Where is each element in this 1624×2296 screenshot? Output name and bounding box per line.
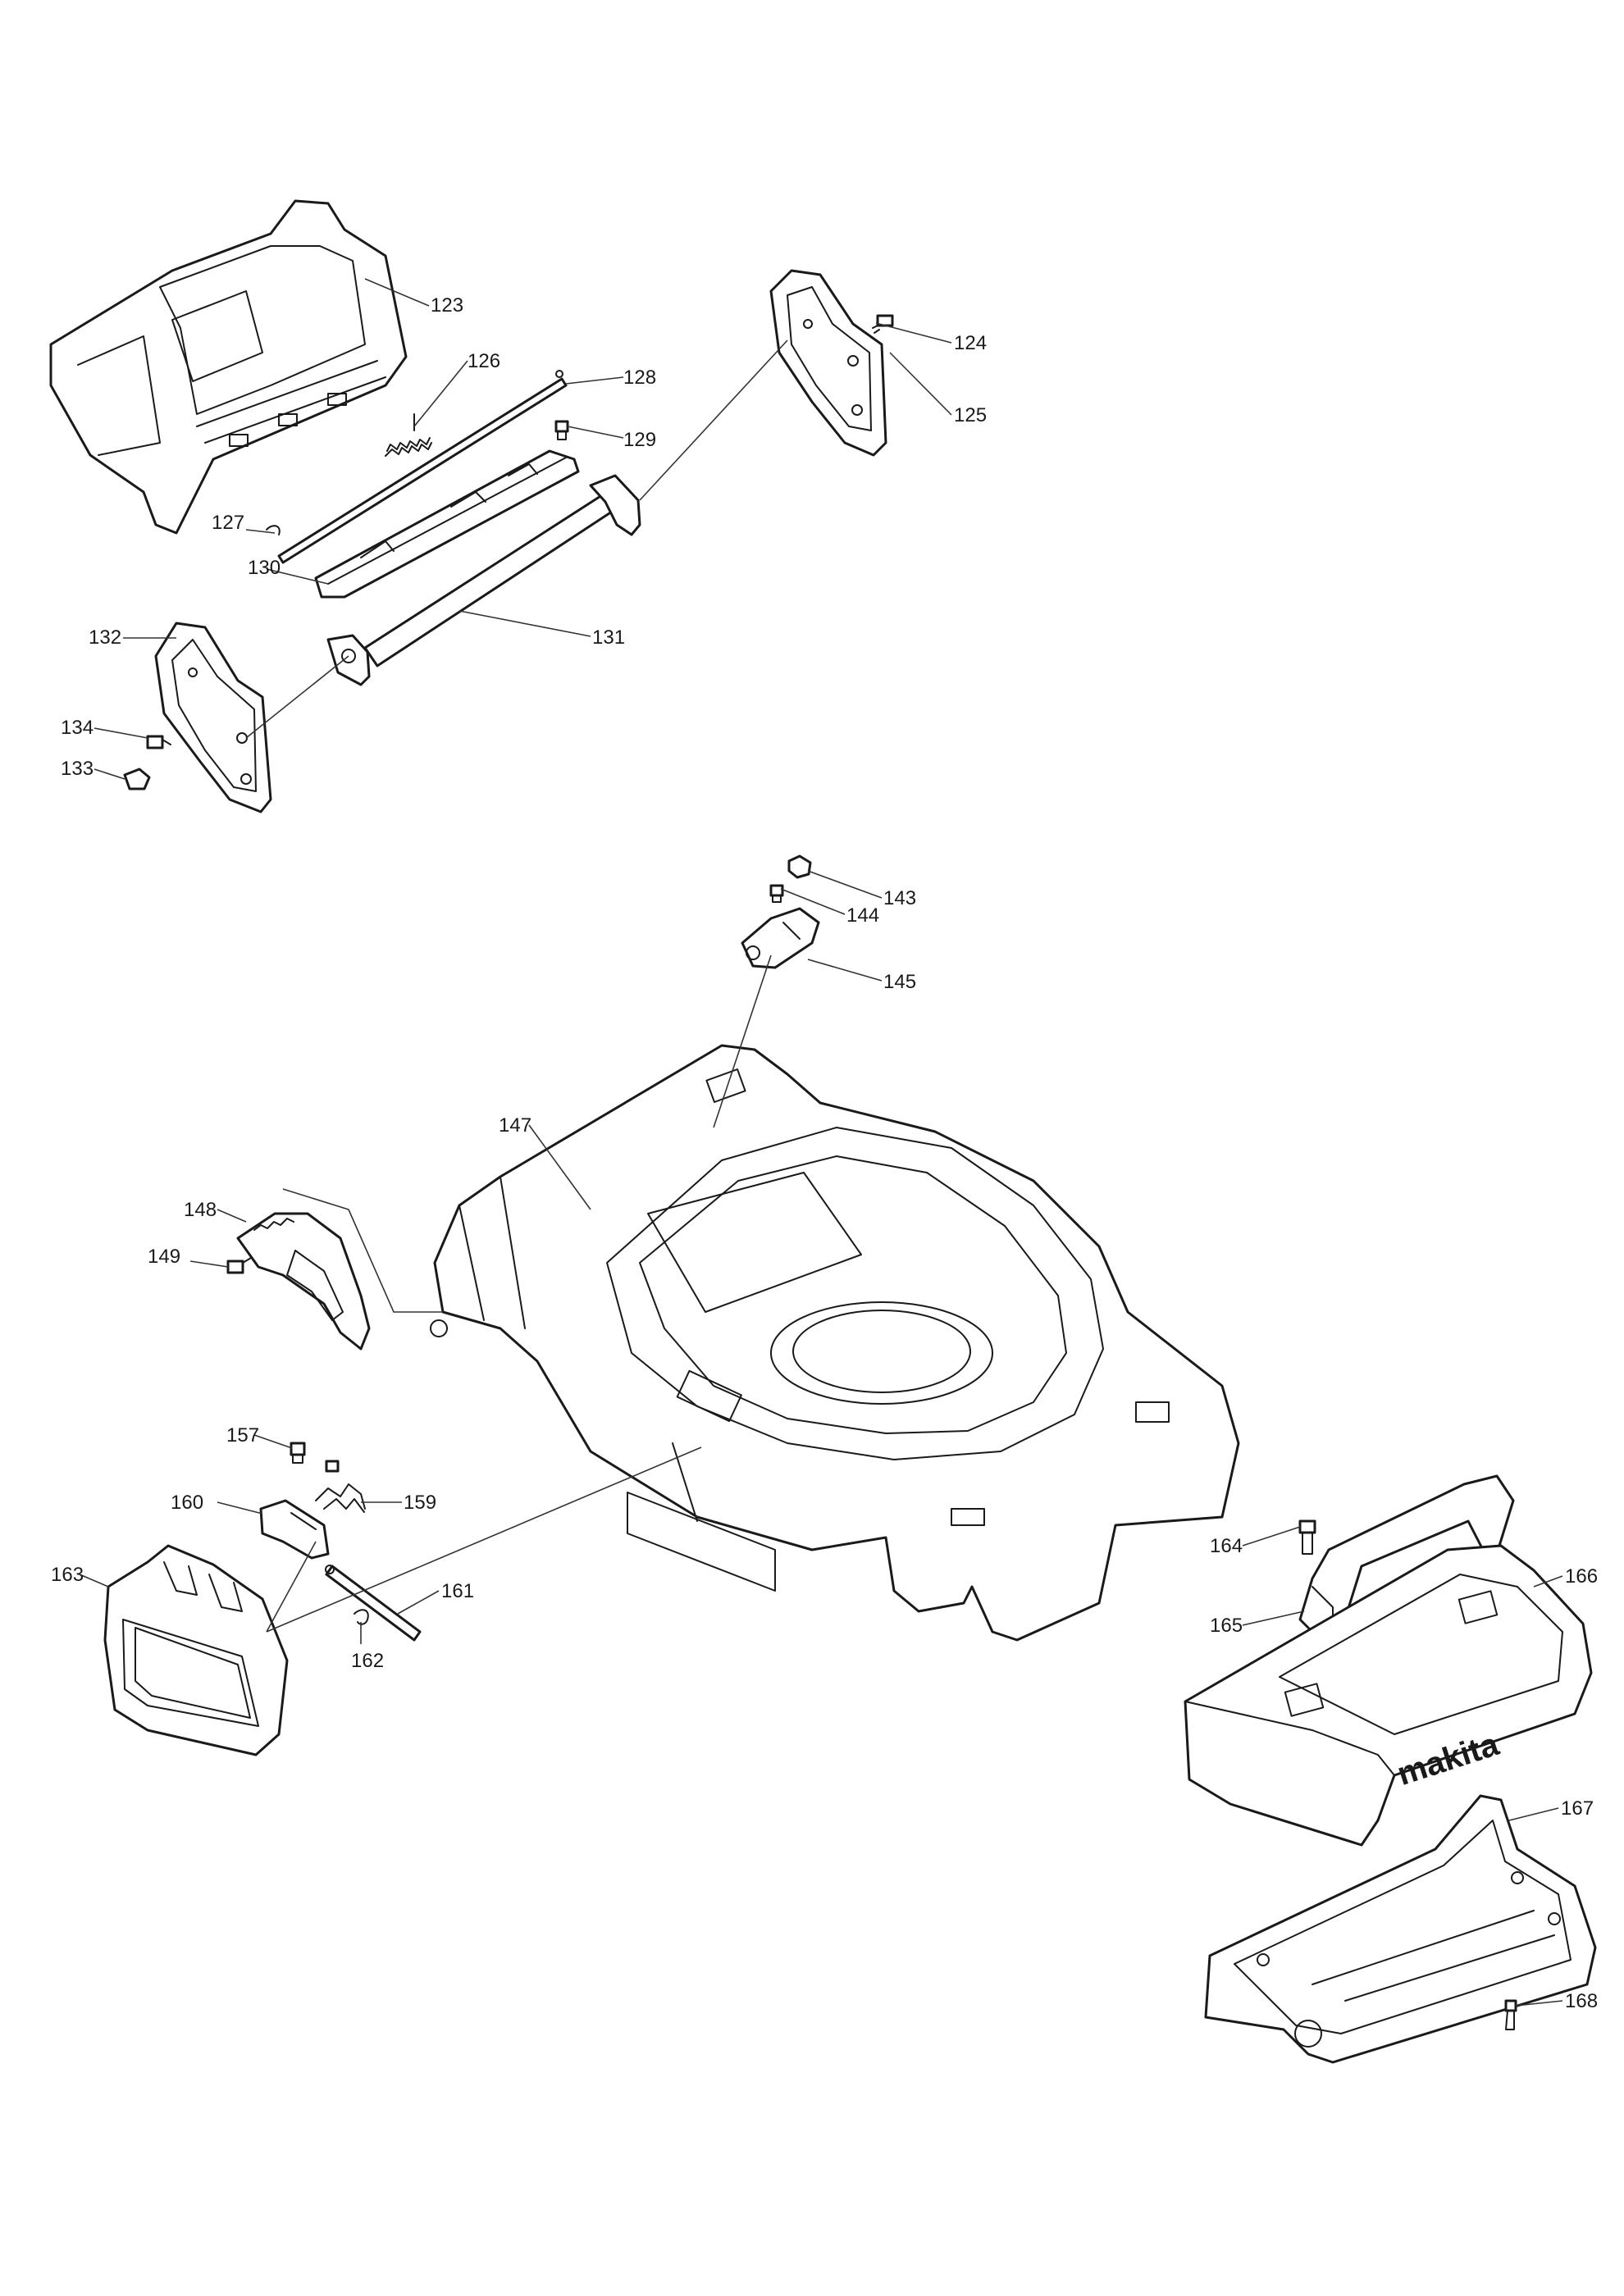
callout-labels: 123 124 125 126 127 128 129 130 131 132 … [51,294,1598,2012]
part-166-battery-cover: makita [1184,1544,1593,1847]
part-168-screw [1504,1999,1517,2030]
part-148-height-plate [236,1212,371,1351]
part-129-bolt [554,420,569,440]
part-159-latch-spring [315,1460,366,1513]
callout-163: 163 [51,1564,84,1586]
callout-166: 166 [1565,1565,1598,1588]
callout-157: 157 [226,1424,259,1446]
part-132-side-bracket [154,622,272,813]
part-147-mower-deck [430,1044,1240,1642]
part-144-screw [769,884,784,903]
part-163-rear-flap [103,1544,289,1756]
callout-164: 164 [1210,1535,1243,1557]
part-133-clip-nut [123,768,151,790]
part-157-bolt [290,1442,306,1464]
part-149-screw [226,1257,252,1274]
part-125-side-bracket [769,269,887,457]
callout-132: 132 [89,626,121,649]
callout-148: 148 [184,1199,217,1221]
callout-124: 124 [954,332,987,354]
callout-123: 123 [431,294,463,317]
callout-125: 125 [954,404,987,426]
callout-126: 126 [468,350,500,372]
callout-145: 145 [883,971,916,993]
callout-167: 167 [1561,1797,1594,1820]
part-162-clip [354,1609,369,1625]
part-161-pin [325,1565,422,1642]
callout-160: 160 [171,1492,203,1514]
part-128-rod [277,370,568,564]
leader-lines [79,278,1563,2007]
callout-168: 168 [1565,1990,1598,2012]
part-145-pivot-cap [741,907,820,969]
part-134-screw [146,735,171,749]
callout-161: 161 [441,1580,474,1602]
part-123-cover [49,199,408,535]
callout-130: 130 [248,557,281,579]
callout-143: 143 [883,887,916,909]
part-131-handle-bar [326,474,641,686]
callout-159: 159 [404,1492,436,1514]
callout-144: 144 [846,904,879,927]
part-167-battery-tray [1204,1794,1597,2064]
callout-127: 127 [212,512,244,534]
callout-147: 147 [499,1114,531,1137]
callout-162: 162 [351,1650,384,1672]
part-143-nut [787,854,812,879]
part-130-hinge-rail [314,449,580,599]
callout-134: 134 [61,717,94,739]
callout-165: 165 [1210,1615,1243,1637]
callout-133: 133 [61,758,94,780]
part-160-latch-bracket [259,1499,330,1560]
callout-131: 131 [592,626,625,649]
part-127-clip [266,525,281,535]
part-126-spring [385,413,432,457]
part-164-bolt [1298,1519,1316,1555]
callout-129: 129 [623,429,656,451]
callout-128: 128 [623,367,656,389]
callout-149: 149 [148,1246,180,1268]
